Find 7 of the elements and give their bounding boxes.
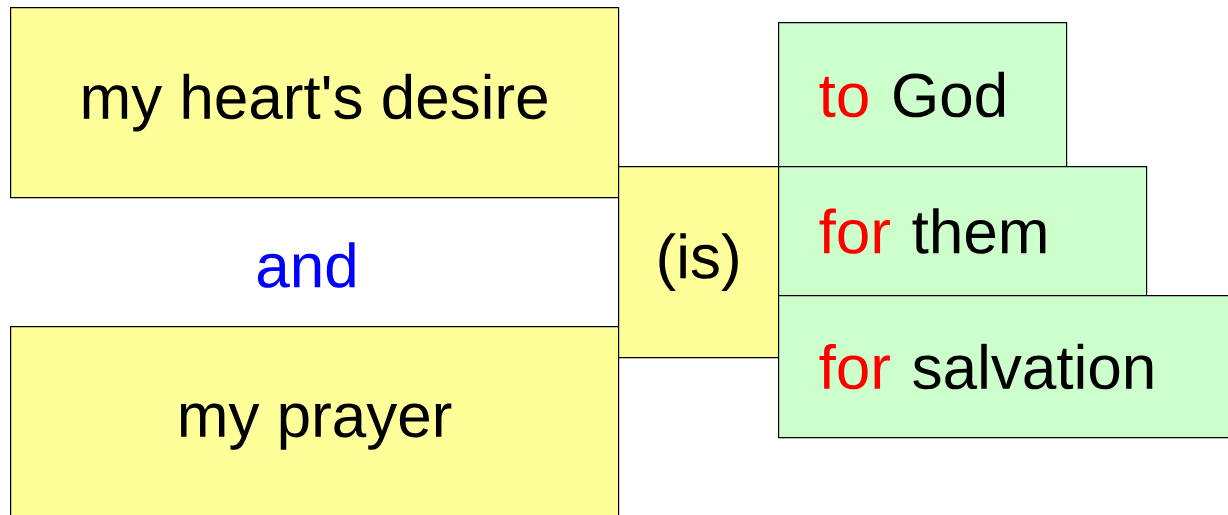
conjunction-label: and <box>257 242 355 288</box>
word-box: my prayer <box>10 326 620 515</box>
word-box: (is) <box>618 166 780 359</box>
word-box: for salvation <box>778 295 1228 439</box>
word-box: my heart's desire <box>10 7 620 199</box>
word-box: for them <box>778 166 1148 297</box>
word-box: to God <box>778 22 1068 168</box>
